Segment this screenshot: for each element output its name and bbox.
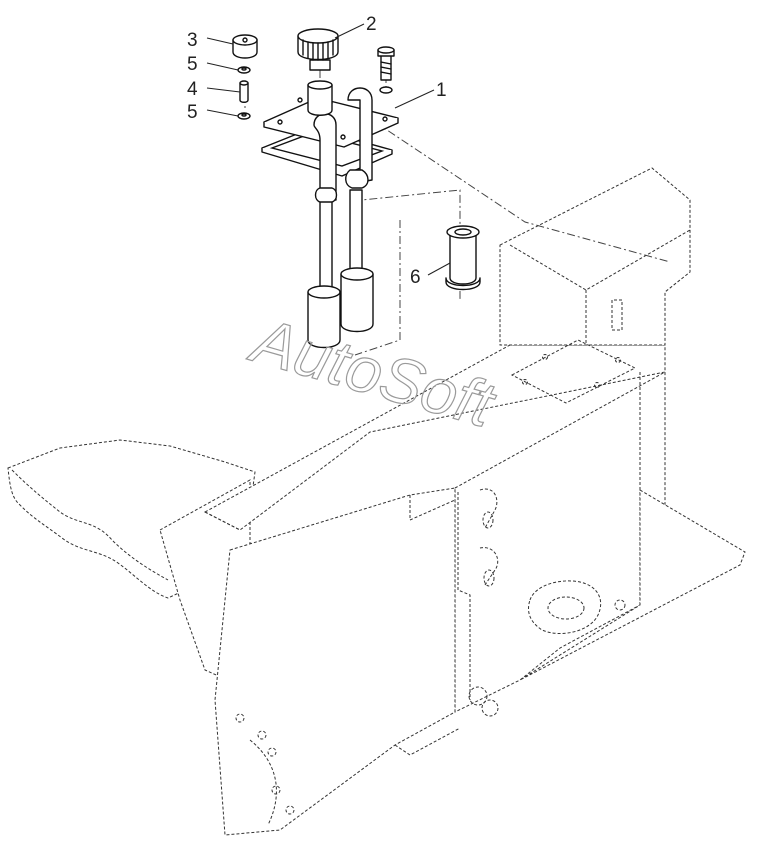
callout-1: 1 <box>436 80 447 101</box>
callout-leaders <box>206 23 451 276</box>
part-4-pin <box>239 80 249 103</box>
part-6-bushing <box>445 225 481 291</box>
part-3-cap <box>232 34 258 59</box>
callout-labels: 1 2 3 5 4 5 6 <box>187 14 447 288</box>
part-5-washer-lower <box>237 112 251 120</box>
part-2-knob <box>297 28 339 71</box>
part-5-washer-upper <box>237 66 251 74</box>
callout-5-lower: 5 <box>187 102 198 123</box>
frame-body <box>7 167 746 836</box>
callout-3: 3 <box>187 30 198 51</box>
bolt <box>377 46 395 94</box>
callout-2: 2 <box>366 14 377 35</box>
callout-6: 6 <box>410 267 421 288</box>
part-1-mounting-plate-assembly <box>261 80 399 349</box>
callout-5-upper: 5 <box>187 54 198 75</box>
callout-4: 4 <box>187 79 198 100</box>
